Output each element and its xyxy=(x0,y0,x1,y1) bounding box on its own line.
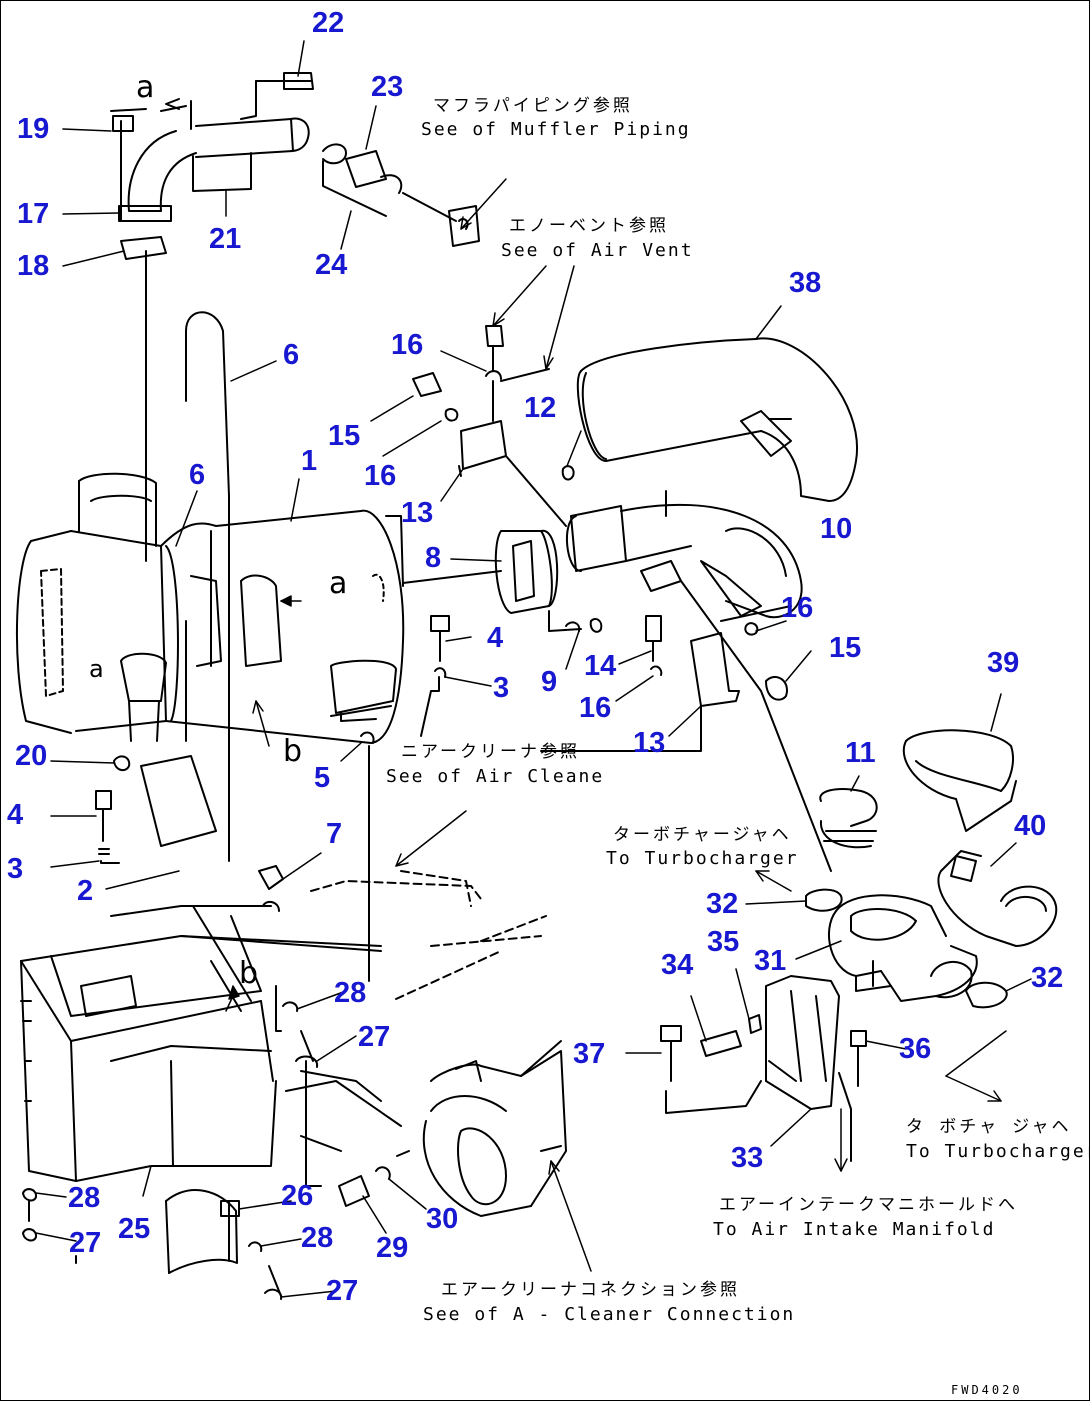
callout-21: 21 xyxy=(209,223,242,255)
callout-18: 18 xyxy=(17,250,50,282)
view-letter-b-mid: b xyxy=(283,734,303,769)
note-intake-manifold-en: To Air Intake Manifold xyxy=(713,1219,996,1240)
support-stand xyxy=(20,905,382,1187)
callout-27c: 27 xyxy=(326,1275,359,1307)
callout-40: 40 xyxy=(1014,810,1047,842)
note-turbocharger-1-jp: ターボチャージャヘ xyxy=(613,825,792,845)
callout-2: 2 xyxy=(77,875,94,907)
callout-39: 39 xyxy=(987,647,1020,679)
callout-25: 25 xyxy=(118,1213,151,1245)
callout-16c: 16 xyxy=(781,592,814,624)
mount-tube xyxy=(113,620,217,847)
callout-3: 3 xyxy=(493,672,510,704)
callout-23: 23 xyxy=(371,71,404,103)
note-turbocharger-2-en: To Turbocharger xyxy=(906,1141,1090,1162)
callout-17: 17 xyxy=(17,198,50,230)
callout-28c: 28 xyxy=(301,1222,334,1254)
vent-bracket-upper xyxy=(412,325,567,527)
note-air-cleaner-jp: ニアークリーナ参照 xyxy=(401,742,580,762)
inlet-elbow-assembly xyxy=(110,72,480,562)
bolt-4-left xyxy=(95,790,120,864)
callout-26: 26 xyxy=(281,1180,314,1212)
callout-3b: 3 xyxy=(7,853,24,885)
callout-27b: 27 xyxy=(69,1227,102,1259)
view-letter-a-left: a xyxy=(89,655,104,683)
mount-bracket-33 xyxy=(660,975,867,1162)
callout-7: 7 xyxy=(326,818,343,850)
turbo-intake-adapter xyxy=(805,729,1058,1009)
callout-14: 14 xyxy=(584,650,617,682)
callout-22: 22 xyxy=(312,7,345,39)
leader-lines xyxy=(35,40,1032,1298)
note-cleaner-connection-jp: エアークリーナコネクション参照 xyxy=(441,1280,740,1300)
callout-34: 34 xyxy=(661,949,694,981)
callout-6: 6 xyxy=(283,339,300,371)
bolt-27-middle xyxy=(282,1001,319,1068)
callout-9: 9 xyxy=(541,666,558,698)
base-frame xyxy=(310,870,547,1000)
callout-30: 30 xyxy=(426,1203,459,1235)
callout-4b: 4 xyxy=(7,799,24,831)
note-air-vent-en: See of Air Vent xyxy=(501,240,694,261)
note-muffler-piping-en: See of Muffler Piping xyxy=(421,119,691,140)
view-letter-a-mid: a xyxy=(329,566,348,601)
callout-8: 8 xyxy=(425,542,442,574)
note-muffler-piping-jp: マフラパイピング参照 xyxy=(433,96,633,116)
vent-bracket-lower xyxy=(540,560,832,872)
drawing-id: FWD4020 xyxy=(951,1383,1023,1397)
view-letter-b-low: b xyxy=(239,956,259,991)
bolt-27-left xyxy=(22,1188,77,1264)
elbow-joint xyxy=(565,503,803,622)
callout-27: 27 xyxy=(358,1021,391,1053)
callout-19: 19 xyxy=(17,113,50,145)
callout-28: 28 xyxy=(334,977,367,1009)
note-air-vent-jp: エノーベント参照 xyxy=(509,216,669,236)
callout-24: 24 xyxy=(315,249,348,281)
callout-32: 32 xyxy=(706,888,739,920)
callout-13: 13 xyxy=(401,497,434,529)
callout-31: 31 xyxy=(754,945,787,977)
note-cleaner-connection-en: See of A - Cleaner Connection xyxy=(423,1304,796,1325)
note-intake-manifold-jp: エアーインテークマニホールドへ xyxy=(719,1195,1018,1215)
u-bolt-rod xyxy=(185,311,230,862)
note-air-cleaner-en: See of Air Cleane xyxy=(386,766,605,787)
note-turbocharger-1-en: To Turbocharger xyxy=(606,848,799,869)
callout-29: 29 xyxy=(376,1232,409,1264)
callout-32b: 32 xyxy=(1031,962,1064,994)
flange xyxy=(494,529,603,633)
callout-36: 36 xyxy=(899,1033,932,1065)
callout-33: 33 xyxy=(731,1142,764,1174)
intake-elbow xyxy=(561,337,859,517)
note-turbocharger-2-jp: タ ボチャ ジャヘ xyxy=(906,1117,1072,1137)
callout-28b: 28 xyxy=(68,1182,101,1214)
callout-35: 35 xyxy=(707,926,740,958)
callout-10: 10 xyxy=(820,513,853,545)
callout-15b: 15 xyxy=(829,632,862,664)
view-letter-a-top: a xyxy=(136,70,155,105)
callout-16b: 16 xyxy=(364,460,397,492)
callout-38: 38 xyxy=(789,267,822,299)
bolt-4-right xyxy=(420,615,450,737)
air-cleaner-body xyxy=(15,472,502,744)
callout-13b: 13 xyxy=(633,727,666,759)
callout-16: 16 xyxy=(391,329,424,361)
clamp-band xyxy=(165,1189,283,1300)
callout-20: 20 xyxy=(15,740,48,772)
callout-12: 12 xyxy=(524,392,557,424)
callout-11: 11 xyxy=(845,737,876,769)
callout-37: 37 xyxy=(573,1038,606,1070)
callout-1: 1 xyxy=(301,445,318,477)
cleaner-connection xyxy=(285,1040,567,1217)
callout-15: 15 xyxy=(328,420,361,452)
callout-16d: 16 xyxy=(579,692,612,724)
callout-5: 5 xyxy=(314,762,331,794)
callout-6b: 6 xyxy=(189,459,206,491)
callout-4: 4 xyxy=(487,622,504,654)
